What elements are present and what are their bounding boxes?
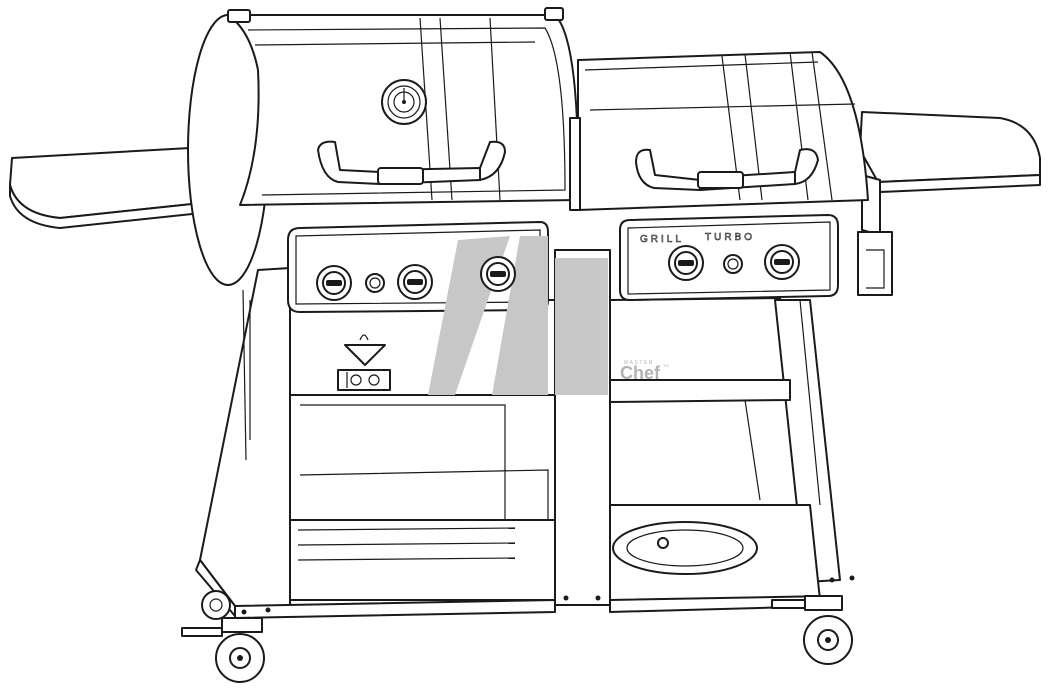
temperature-gauge-icon bbox=[381, 79, 427, 125]
left-burner-knob-1[interactable] bbox=[316, 265, 352, 301]
tank-holder-ring bbox=[612, 521, 758, 575]
caster-brake-pedal-right bbox=[771, 599, 806, 609]
side-hook-bracket bbox=[857, 231, 893, 296]
brand-logo: MASTER Chef TM bbox=[620, 360, 669, 383]
bottom-rail bbox=[234, 575, 855, 619]
flame-triangle-icon bbox=[344, 334, 386, 366]
right-lid-handle[interactable] bbox=[635, 148, 819, 191]
grill-word: GRILL bbox=[640, 234, 684, 245]
brand-trademark: TM bbox=[663, 363, 669, 368]
turbo-word: TURBO bbox=[705, 232, 755, 243]
brand-main-text: Chef bbox=[620, 363, 661, 383]
left-igniter-button[interactable] bbox=[365, 273, 385, 293]
caster-rear-left[interactable] bbox=[201, 590, 231, 620]
left-burner-knob-3[interactable] bbox=[480, 256, 516, 292]
left-burner-knob-2[interactable] bbox=[397, 264, 433, 300]
right-burner-knob-2[interactable] bbox=[764, 244, 800, 280]
caster-brake-pedal bbox=[181, 627, 223, 637]
left-cart-frame bbox=[195, 249, 611, 617]
burner-layout-icon bbox=[337, 369, 391, 391]
left-lid-handle[interactable] bbox=[317, 140, 506, 185]
brand-top-text: MASTER bbox=[624, 360, 654, 366]
right-burner-knob-1[interactable] bbox=[668, 245, 704, 281]
caster-front-right[interactable] bbox=[771, 595, 853, 665]
right-igniter-button[interactable] bbox=[723, 254, 743, 274]
right-side-shelf bbox=[857, 111, 1041, 296]
caster-front-left[interactable] bbox=[181, 617, 265, 683]
